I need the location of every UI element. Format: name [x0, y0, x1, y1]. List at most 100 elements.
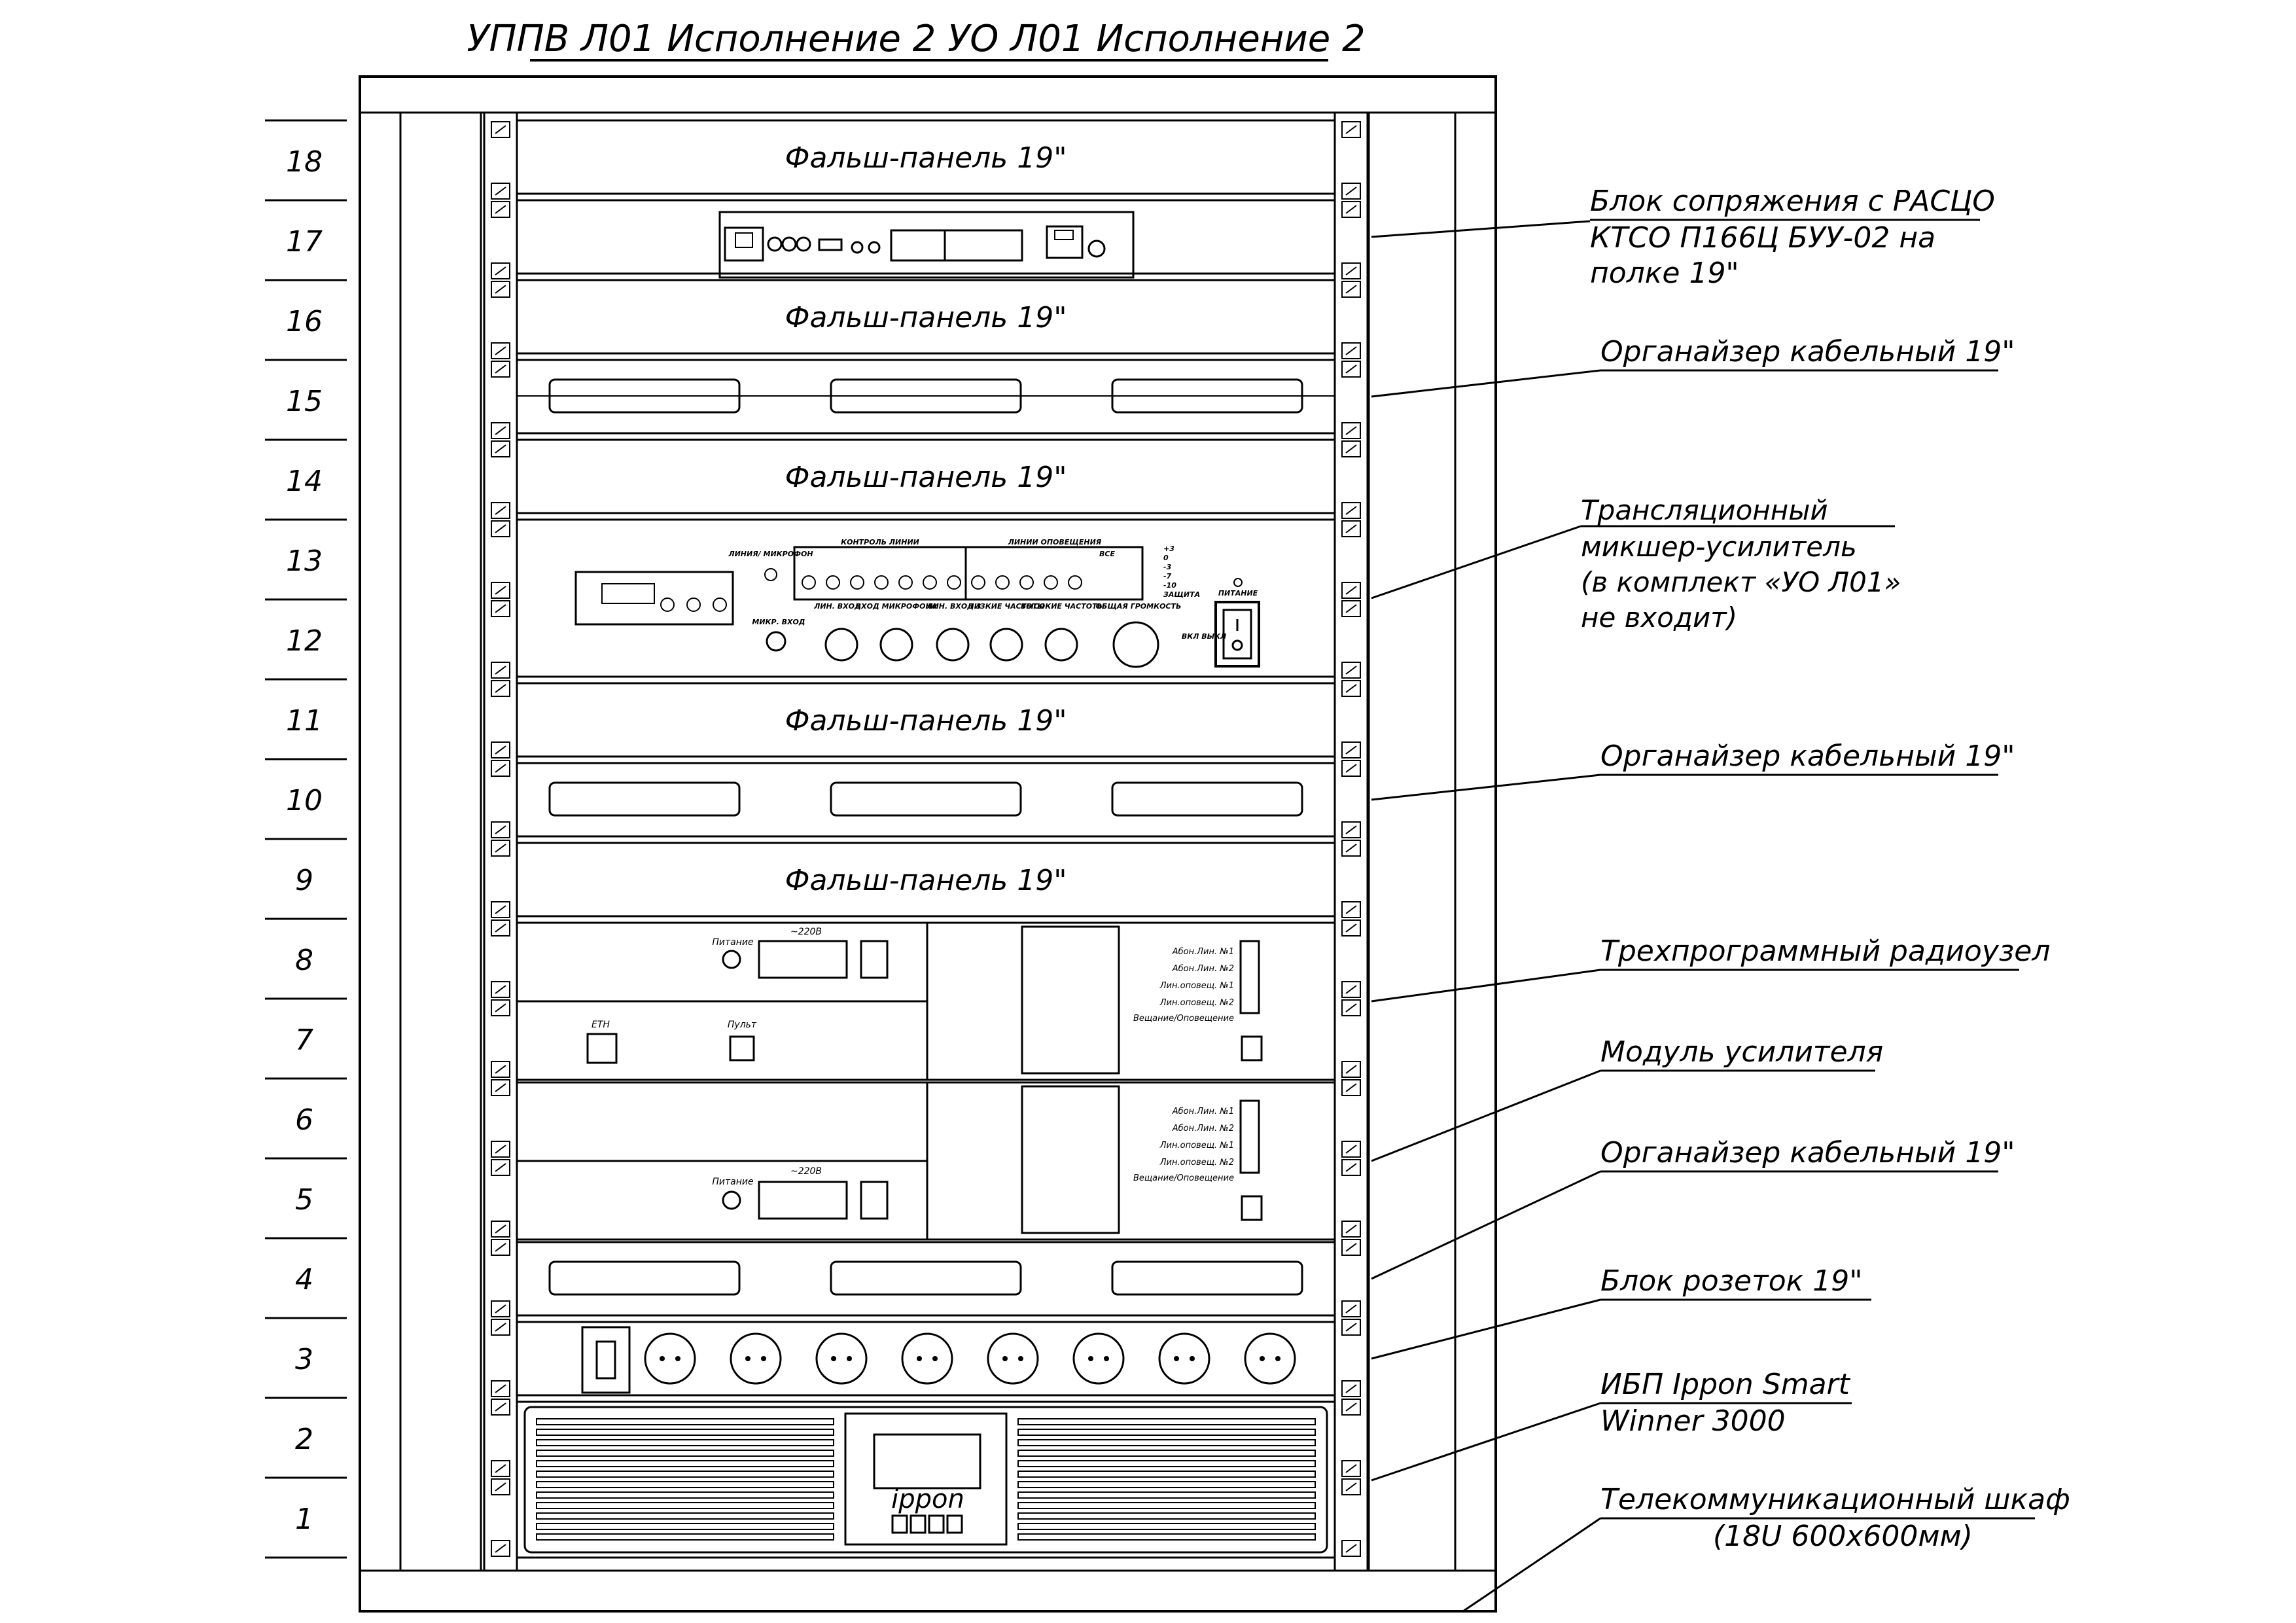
rail-screw-slot: [495, 684, 506, 693]
rail-screw: [1341, 520, 1361, 537]
mixer-line-in3-label: ЛИН. ВХОД 3: [926, 602, 981, 611]
rail-screw-slot: [1345, 444, 1357, 454]
mixer-level-mark: +3: [1163, 544, 1174, 553]
rail-screw: [1341, 582, 1361, 599]
callout-text: Трехпрограммный радиоузел: [1600, 935, 2050, 968]
mixer-button: [923, 575, 937, 590]
rail-screw: [491, 1239, 510, 1256]
outlet-socket: [1072, 1332, 1125, 1385]
rail-screw-slot: [495, 1544, 506, 1553]
mixer-knob: [989, 628, 1023, 662]
rail-screw: [491, 821, 510, 838]
outlet-socket: [1244, 1332, 1296, 1385]
callout-organizer-3: Органайзер кабельный 19": [1371, 1136, 2015, 1280]
false-panel-label: Фальш-панель 19": [785, 141, 1067, 175]
radio-terminal-label: Лин.оповещ. №2: [1159, 998, 1234, 1008]
rail-screw-slot: [495, 1145, 506, 1154]
rail-screw: [1341, 999, 1361, 1016]
unit-number: 15: [286, 385, 323, 418]
rail-screw-slot: [1345, 365, 1357, 374]
mixer-line-in-label: ЛИН. ВХОД: [813, 602, 861, 611]
rail-screw-slot: [495, 923, 506, 933]
rail-screws: [491, 121, 1361, 1557]
ups-unit: ippon: [516, 1400, 1336, 1559]
rail-screw-slot: [1345, 524, 1357, 533]
grille-slot: [1017, 1429, 1316, 1436]
callout-text: Органайзер кабельный 19": [1600, 740, 2015, 773]
mixer-power-label: ПИТАНИЕ: [1218, 589, 1258, 597]
rail-screw-slot: [495, 1065, 506, 1074]
grille-slot: [1017, 1450, 1316, 1457]
amp-power-label: Питание: [712, 1177, 753, 1187]
rail-screw-slot: [495, 1224, 506, 1234]
mixer-mic-in-label: МИКР. ВХОД: [752, 618, 805, 626]
ups-grille: [536, 1418, 1316, 1541]
rail-screw-slot: [1345, 1464, 1357, 1473]
unit-number: 14: [286, 465, 323, 498]
unit-number: 7: [295, 1024, 313, 1057]
mixer-button: [1019, 575, 1034, 590]
callout-organizer-1: Органайзер кабельный 19": [1371, 335, 2015, 398]
unit-number: 8: [295, 944, 313, 977]
grille-slot: [1017, 1460, 1316, 1467]
rail-screw-slot: [495, 444, 506, 454]
rail-screw-slot: [1345, 1065, 1357, 1074]
grille-slot: [536, 1471, 834, 1478]
radio-node: Питание ~220В ETH Пульт Абон.Лин. №1 Або…: [516, 921, 1336, 1081]
outlet-pin: [1104, 1356, 1109, 1361]
amp-terminal-label: Абон.Лин. №2: [1172, 1124, 1234, 1133]
radio-terminal-label: Абон.Лин. №2: [1172, 964, 1234, 974]
radio-eth-label: ETH: [592, 1020, 610, 1030]
rail-screw-slot: [1345, 586, 1357, 595]
rail-screw-slot: [495, 506, 506, 515]
radio-terminal-label: Вещание/Оповещение: [1133, 1014, 1234, 1024]
ups-display: [873, 1433, 981, 1489]
mixer-high-freq-label: ВЫСОКИЕ ЧАСТОТЫ: [1021, 602, 1105, 611]
heatsink: [1021, 1085, 1120, 1234]
rail-screw: [491, 342, 510, 359]
unit-number: 2: [295, 1423, 313, 1456]
rail-screw-slot: [1345, 666, 1357, 675]
rail-screw: [1341, 1221, 1361, 1238]
outlet-pin: [761, 1356, 766, 1361]
amplifier-module: Питание ~220В Абон.Лин. №1 Абон.Лин. №2 …: [516, 1081, 1336, 1241]
rail-screw-slot: [1345, 1384, 1357, 1393]
cable-organizer: [516, 359, 1336, 435]
rail-screw-slot: [1345, 205, 1357, 214]
outlet-socket: [1158, 1332, 1210, 1385]
diagram-title: УППВ Л01 Исполнение 2 УО Л01 Исполнение …: [467, 18, 1365, 60]
outlet-pin: [1018, 1356, 1023, 1361]
outlet-pin: [831, 1356, 836, 1361]
callouts: Блок сопряжения с РАСЦО КТСО П166Ц БУУ-0…: [1371, 185, 2070, 1613]
callout-text: ИБП Ippon Smart: [1600, 1368, 1851, 1401]
rail-screw: [491, 281, 510, 298]
rail-screw-slot: [495, 524, 506, 533]
strip-sockets: [644, 1332, 1296, 1385]
grille-slot: [1017, 1502, 1316, 1509]
amp-terminal-label: Вещание/Оповещение: [1133, 1173, 1234, 1183]
rail-screw-slot: [495, 1243, 506, 1252]
mixer-announce-lines-label: ЛИНИИ ОПОВЕЩЕНИЯ: [1008, 538, 1102, 546]
unit-number: 10: [286, 784, 323, 817]
rail-screw-slot: [495, 266, 506, 276]
unit-number: 17: [286, 225, 323, 259]
mixer-knob: [1044, 628, 1078, 662]
callout-text: Модуль усилителя: [1600, 1035, 1883, 1069]
amp-mains-label: ~220В: [790, 1166, 822, 1177]
rail-screw-slot: [495, 365, 506, 374]
mixer-amplifier: ЛИНИЯ/ МИКРОФОН МИКР. ВХОД КОНТРОЛЬ ЛИНИ…: [516, 518, 1336, 678]
rail-screw-slot: [1345, 985, 1357, 994]
unit-number: 9: [295, 864, 313, 897]
rail-screw-slot: [1345, 187, 1357, 196]
mixer-volume-label: ОБЩАЯ ГРОМКОСТЬ: [1096, 602, 1182, 611]
rail-screw-slot: [495, 125, 506, 134]
ups-brand: ippon: [891, 1484, 964, 1514]
rail-screw-slot: [495, 745, 506, 755]
unit-number: 16: [286, 305, 323, 338]
rail-screw-slot: [1345, 1243, 1357, 1252]
rail-screw-slot: [495, 825, 506, 834]
amp-terminal-label: Лин.оповещ. №2: [1159, 1158, 1234, 1168]
mixer-onoff-label: ВКЛ ВЫКЛ: [1182, 632, 1226, 641]
mixer-button: [1068, 575, 1082, 590]
